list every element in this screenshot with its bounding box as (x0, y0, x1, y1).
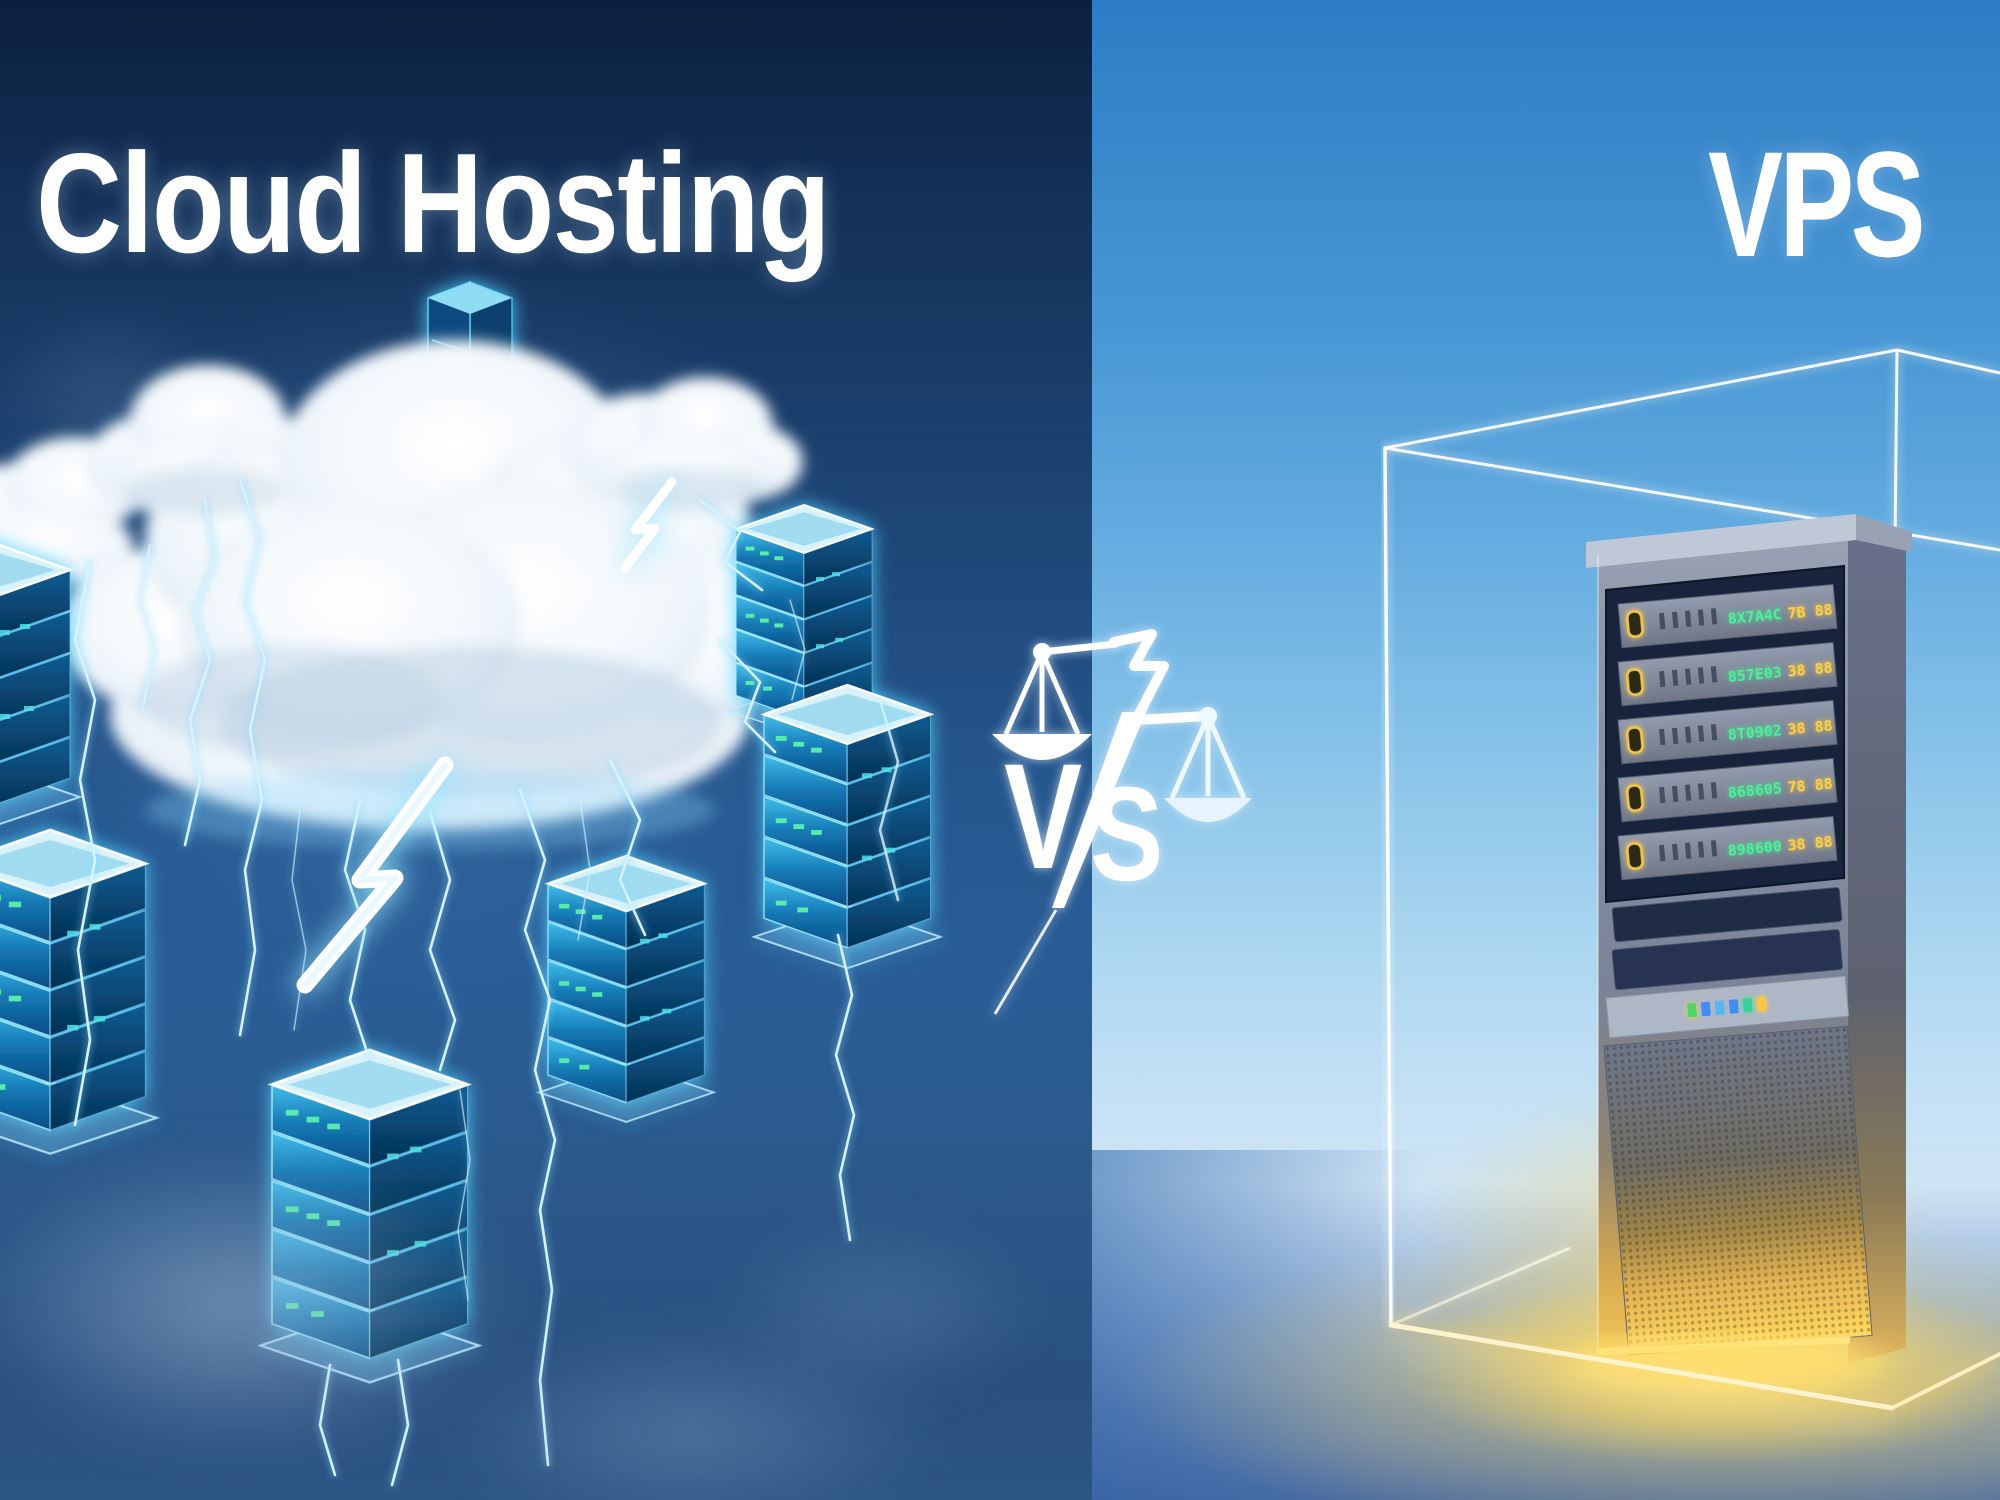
status-led (1714, 1000, 1725, 1015)
status-led (1756, 996, 1767, 1012)
lightning-beam-icon (1109, 629, 1213, 725)
power-led (1626, 842, 1644, 870)
status-led-band (1605, 975, 1850, 1039)
led-readout-green: 898600 (1727, 837, 1783, 860)
vps-title: VPS (1708, 120, 1926, 288)
server-stack-far-left (0, 538, 82, 831)
balance-scale-right-icon (1164, 707, 1252, 822)
power-led (1626, 668, 1644, 696)
led-readout-green: 857E03 (1727, 663, 1783, 686)
cloud-hosting-title: Cloud Hosting (36, 124, 831, 283)
rack-row: 898600 38 88 (1617, 815, 1838, 881)
led-readout-yellow: 78 88 (1787, 775, 1834, 797)
server-stack-right (752, 683, 942, 970)
versus-slash-tail (993, 909, 1058, 1015)
drive-bay (1611, 887, 1843, 943)
led-readout-green: 8X7A4C (1727, 605, 1783, 628)
vps-scene: 8X7A4C 7B 88 857E03 38 88 8T09 (1112, 348, 2000, 1500)
status-led (1700, 1001, 1711, 1017)
vent-grille (1603, 1025, 1873, 1356)
led-readout-yellow: 38 88 (1787, 717, 1834, 739)
small-lightning-bolt-icon (620, 477, 677, 573)
base-glow (1567, 1338, 1887, 1386)
power-led (1626, 726, 1644, 754)
status-led (1686, 1003, 1697, 1018)
versus-letter-s: S (1090, 759, 1163, 909)
versus-slash (1052, 712, 1146, 908)
status-led (1728, 999, 1739, 1014)
led-readout-green: 868605 (1727, 779, 1783, 802)
tower-side (1848, 530, 1906, 1364)
tower-top-bezel (1586, 514, 1856, 568)
status-led (1742, 997, 1753, 1013)
power-led (1626, 610, 1644, 638)
vs-emblem: V S (992, 629, 1252, 1015)
led-readout-yellow: 38 88 (1787, 833, 1834, 855)
server-stack-under-bolt (259, 1048, 481, 1384)
rack-row: 857E03 38 88 (1617, 641, 1838, 707)
led-readout-green: 8T0902 (1727, 721, 1783, 744)
power-led (1626, 784, 1644, 812)
rack-rows: 8X7A4C 7B 88 857E03 38 88 8T09 (1617, 583, 1838, 881)
cloud-cluster (0, 340, 803, 850)
balance-scale-left-icon (992, 640, 1120, 760)
cloud-hosting-scene (0, 280, 942, 1487)
rack-row: 868605 78 88 (1617, 757, 1838, 823)
led-readout-yellow: 7B 88 (1787, 601, 1834, 623)
lightning-bolt-icon (296, 756, 454, 994)
glass-box-front-edges (1383, 446, 2000, 1432)
server-tower: 8X7A4C 7B 88 857E03 38 88 8T09 (1567, 514, 1912, 1386)
rack-row: 8X7A4C 7B 88 (1617, 583, 1838, 649)
drive-bay (1611, 929, 1843, 991)
rack-row: 8T0902 38 88 (1617, 699, 1838, 765)
led-readout-yellow: 38 88 (1787, 659, 1834, 681)
